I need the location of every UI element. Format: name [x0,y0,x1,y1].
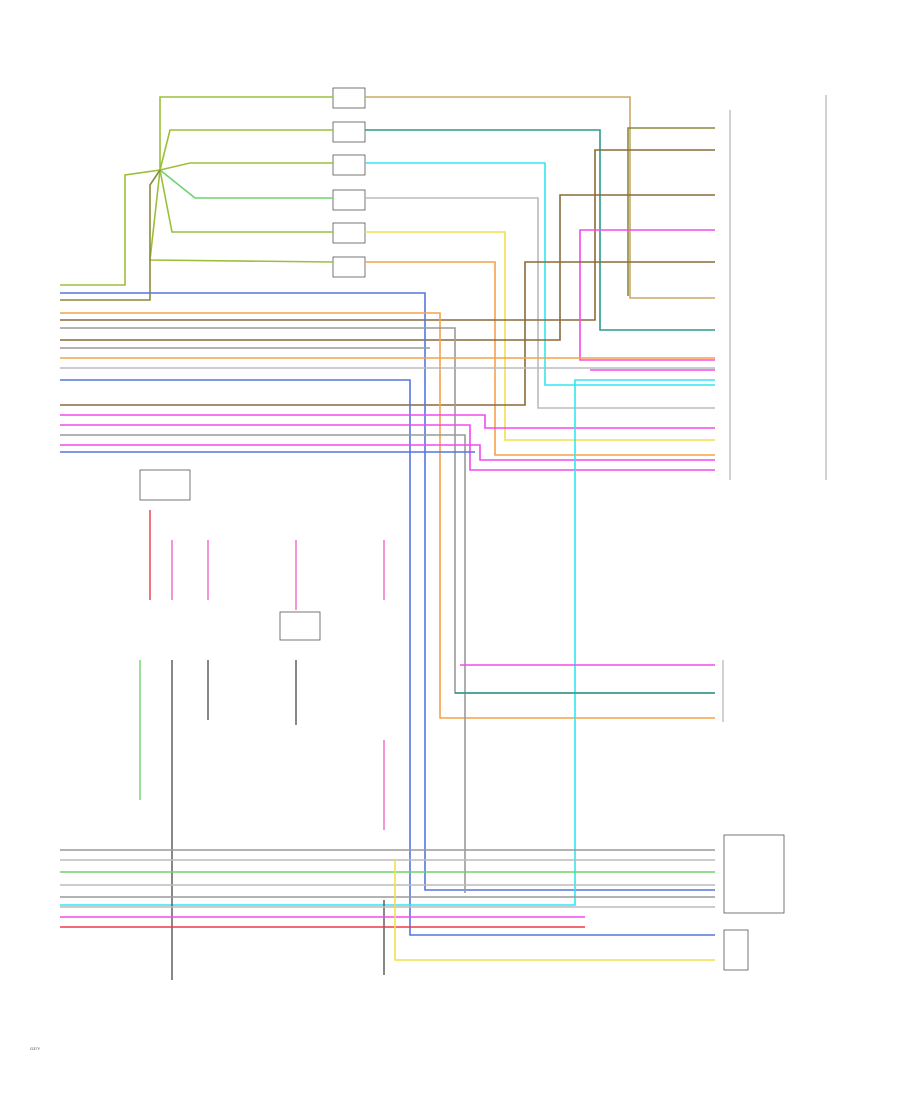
fuse-box-6 [332,256,366,278]
wire-pink-h8 [60,414,715,429]
wire-orange-h2 [60,312,715,719]
wire-yellow-green-3 [159,162,333,171]
fuse-box-5 [332,222,366,244]
right-connector-upper [729,95,827,480]
page-code: G37Y [30,1046,41,1051]
wire-pink-h9 [60,424,715,471]
fuse-box-1 [332,87,366,109]
fuse-box-3 [332,154,366,176]
wire-yellow-green-1 [60,96,333,286]
lower-components [139,469,385,980]
fuse-box-2 [332,121,366,143]
component-box-1 [279,611,321,641]
fuse-block [332,87,366,278]
module-box-1 [723,834,785,914]
wire-tan-out-1 [365,96,715,299]
wire-yellow-green-2 [159,129,333,171]
wire-olive-right-1 [627,127,715,296]
wire-magenta-h11 [60,444,715,461]
wire-pink-right-4 [579,229,715,361]
wire-brown-right-5 [60,261,715,406]
fuse-box-4 [332,189,366,211]
lower-harness [60,849,715,961]
wire-yellow-out-5 [365,231,715,441]
lower-right-modules [723,834,785,971]
wire-yellow-l9 [394,860,715,961]
wire-green-5 [159,169,333,233]
wire-blue-h1 [60,292,715,891]
wire-brown-right-3 [60,194,715,341]
upper-harness [60,96,715,936]
wire-gray-h10 [60,434,466,893]
wire-olive-left [60,169,161,301]
wire-brown-right-2 [60,149,715,321]
wire-green-4 [159,169,333,199]
wire-gray-h3 [60,327,715,694]
wire-cyan-r-2 [60,379,715,906]
module-box-2 [723,929,749,971]
component-box-2 [139,469,191,501]
wire-blue-h7 [60,379,715,936]
wire-cyan-out-3 [365,162,715,386]
wire-gray-out-4 [365,197,715,409]
